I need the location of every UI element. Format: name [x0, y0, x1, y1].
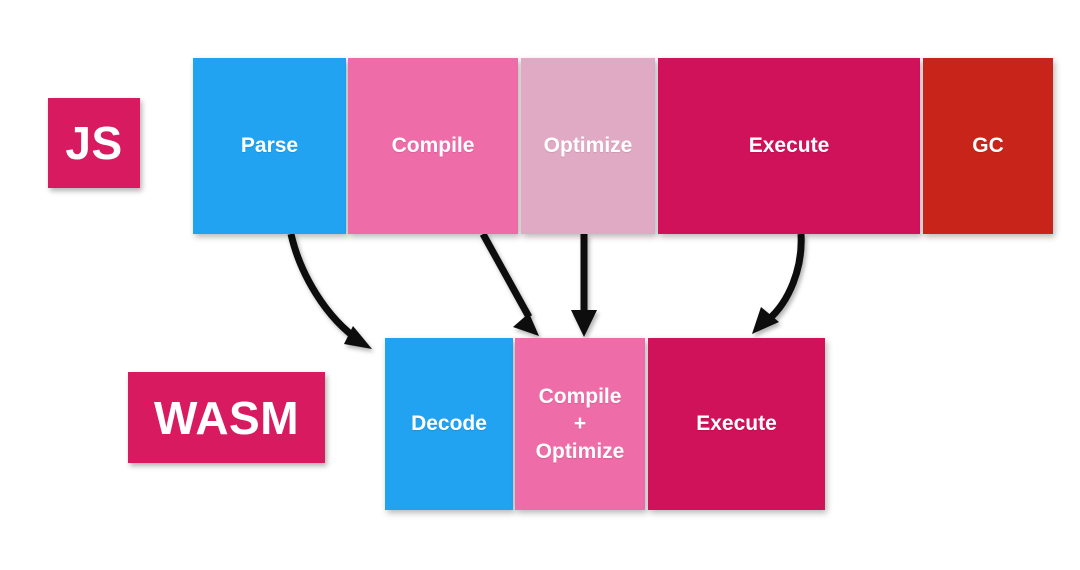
- arrow-compile-to-compile-optimize: [479, 232, 539, 336]
- stage-wasm-execute-label: Execute: [696, 411, 777, 435]
- row-badge-js: JS: [48, 98, 140, 188]
- arrow-optimize-to-compile-optimize: [571, 234, 597, 337]
- stage-wasm-compile-optimize[interactable]: Compile+Optimize: [515, 338, 645, 510]
- row-badge-wasm: WASM: [128, 372, 325, 463]
- stage-js-execute-label: Execute: [748, 133, 830, 157]
- row-badge-wasm-label: WASM: [153, 391, 300, 444]
- stage-js-optimize-label: Optimize: [543, 133, 633, 157]
- stage-wasm-decode-label: Decode: [411, 411, 487, 435]
- stage-js-optimize[interactable]: Optimize: [521, 58, 655, 234]
- arrow-parse-to-decode: [287, 233, 372, 349]
- stage-wasm-decode[interactable]: Decode: [385, 338, 513, 510]
- arrow-execute-to-execute: [752, 233, 805, 334]
- stage-js-parse-label: Parse: [240, 133, 299, 157]
- stage-js-gc-label: GC: [972, 133, 1004, 157]
- stage-js-compile-label: Compile: [391, 133, 475, 157]
- stage-js-execute[interactable]: Execute: [658, 58, 920, 234]
- stage-wasm-compile-optimize-label: Compile+Optimize: [535, 385, 625, 463]
- stage-wasm-execute[interactable]: Execute: [648, 338, 825, 510]
- row-badge-js-label: JS: [65, 117, 123, 169]
- stage-js-parse[interactable]: Parse: [193, 58, 346, 234]
- stage-js-compile[interactable]: Compile: [348, 58, 518, 234]
- stage-js-gc[interactable]: GC: [923, 58, 1053, 234]
